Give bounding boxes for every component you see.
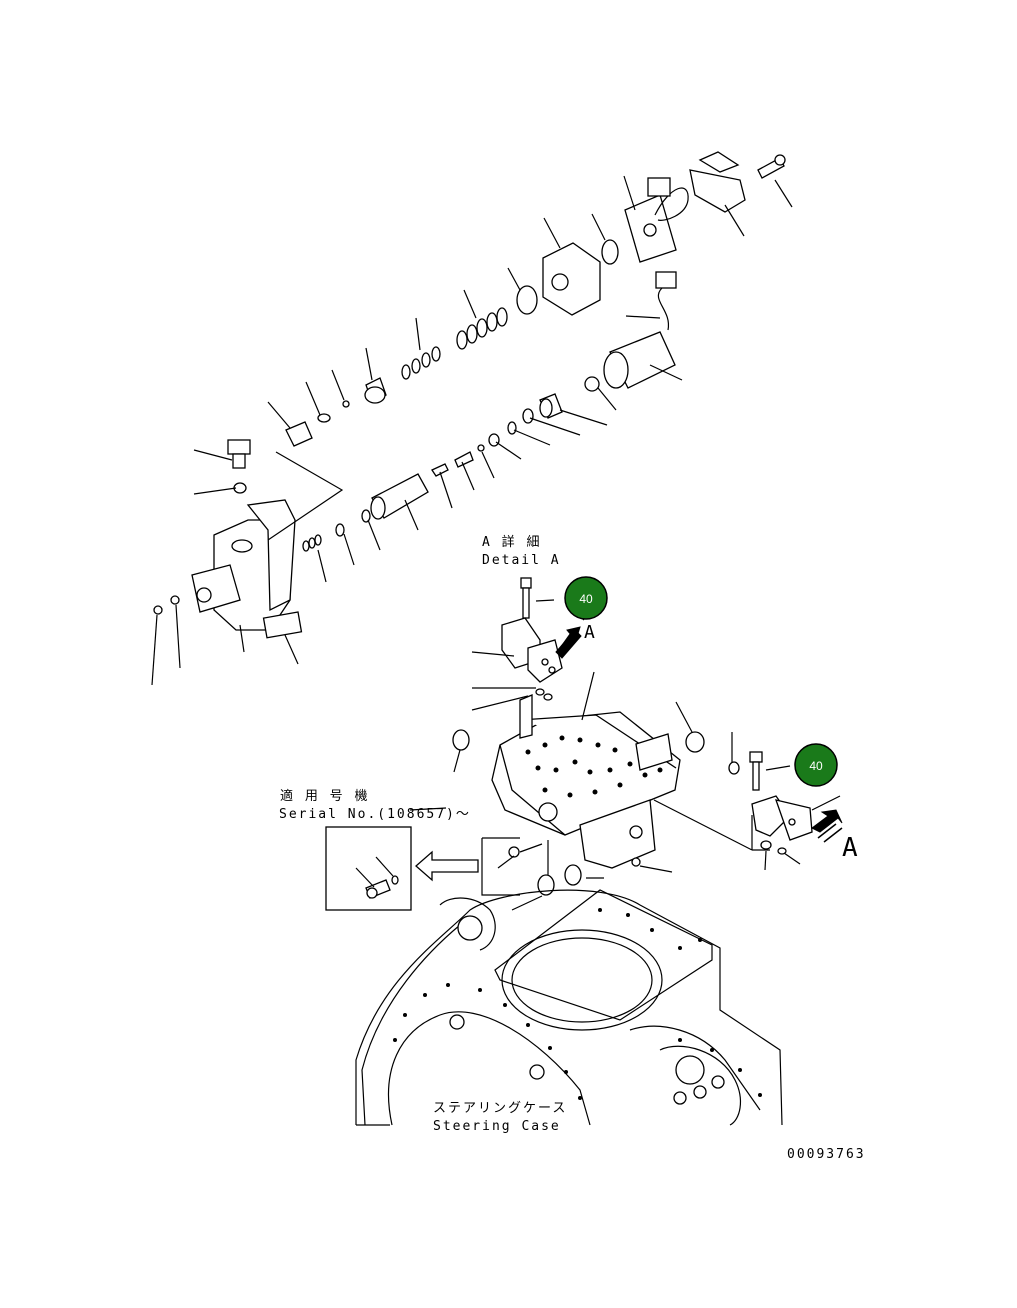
spring-lower <box>302 534 322 552</box>
nut-2 <box>170 595 180 605</box>
spring-medium <box>401 346 441 380</box>
cap-right <box>685 731 705 753</box>
serial-label-jp: 適 用 号 機 <box>280 788 369 804</box>
small-parts <box>317 400 350 423</box>
nut-1 <box>153 605 163 615</box>
cap-bolt <box>227 439 251 469</box>
valve-body <box>191 499 296 631</box>
serial-label-en: Serial No.(108657)～ <box>279 807 471 822</box>
ball <box>477 444 485 452</box>
serial-inset <box>325 807 520 911</box>
leader-lines-upper <box>151 175 793 686</box>
detail-a-view <box>471 577 599 711</box>
o-ring-2 <box>516 285 538 315</box>
name-plate <box>262 611 303 639</box>
spool <box>370 473 429 520</box>
cover-plate <box>624 177 689 263</box>
cap-bottom-2 <box>564 864 582 886</box>
washer-2 <box>335 523 345 537</box>
spool-cap <box>539 393 563 419</box>
plug <box>488 433 500 447</box>
badge-label: 40 <box>579 592 593 606</box>
badge-label: 40 <box>809 759 823 773</box>
steering-case <box>355 889 783 1126</box>
detail-a-title-jp: A 詳 細 <box>482 534 541 550</box>
assembly-guide-line <box>267 451 344 541</box>
housing-label-en: Steering Case <box>433 1119 561 1134</box>
spring-large <box>456 307 508 350</box>
badge-circle <box>794 743 838 787</box>
inset-arrow <box>415 850 479 882</box>
right-solenoid-group <box>653 751 843 871</box>
view-letter-a-main: A <box>842 833 858 863</box>
view-letter-a-detail: A <box>584 622 595 643</box>
bolt-top <box>757 154 786 179</box>
index-badge-2[interactable]: 40 <box>794 743 838 787</box>
bracket <box>689 151 746 213</box>
housing-label-jp: ステアリングケース <box>433 1101 567 1116</box>
figure-number: 00093763 <box>787 1147 866 1162</box>
solenoid <box>603 271 677 389</box>
ring-small-2 <box>507 421 517 435</box>
exploded-valve-assembly <box>153 151 786 639</box>
view-arrow-a <box>811 809 843 833</box>
pin <box>431 463 449 477</box>
spring-small <box>285 421 313 447</box>
inset-box <box>325 826 412 911</box>
index-badge-1[interactable]: 40 <box>564 576 608 620</box>
ring-small-1 <box>522 408 534 424</box>
spring-seat <box>364 377 387 404</box>
valve-ports <box>525 735 663 798</box>
o-ring-3 <box>584 376 600 392</box>
detail-a-title-en: Detail A <box>482 553 561 568</box>
spring-fine <box>454 451 474 468</box>
cap-left <box>452 729 470 751</box>
badge-circle <box>564 576 608 620</box>
main-valve-assembly <box>452 671 733 911</box>
o-ring-1 <box>601 239 619 265</box>
cap-bottom-1 <box>537 874 555 896</box>
detail-a-valve <box>501 617 563 683</box>
detail-a-bolt <box>520 577 532 619</box>
washer-1 <box>361 509 371 523</box>
adapter-block <box>542 242 601 316</box>
